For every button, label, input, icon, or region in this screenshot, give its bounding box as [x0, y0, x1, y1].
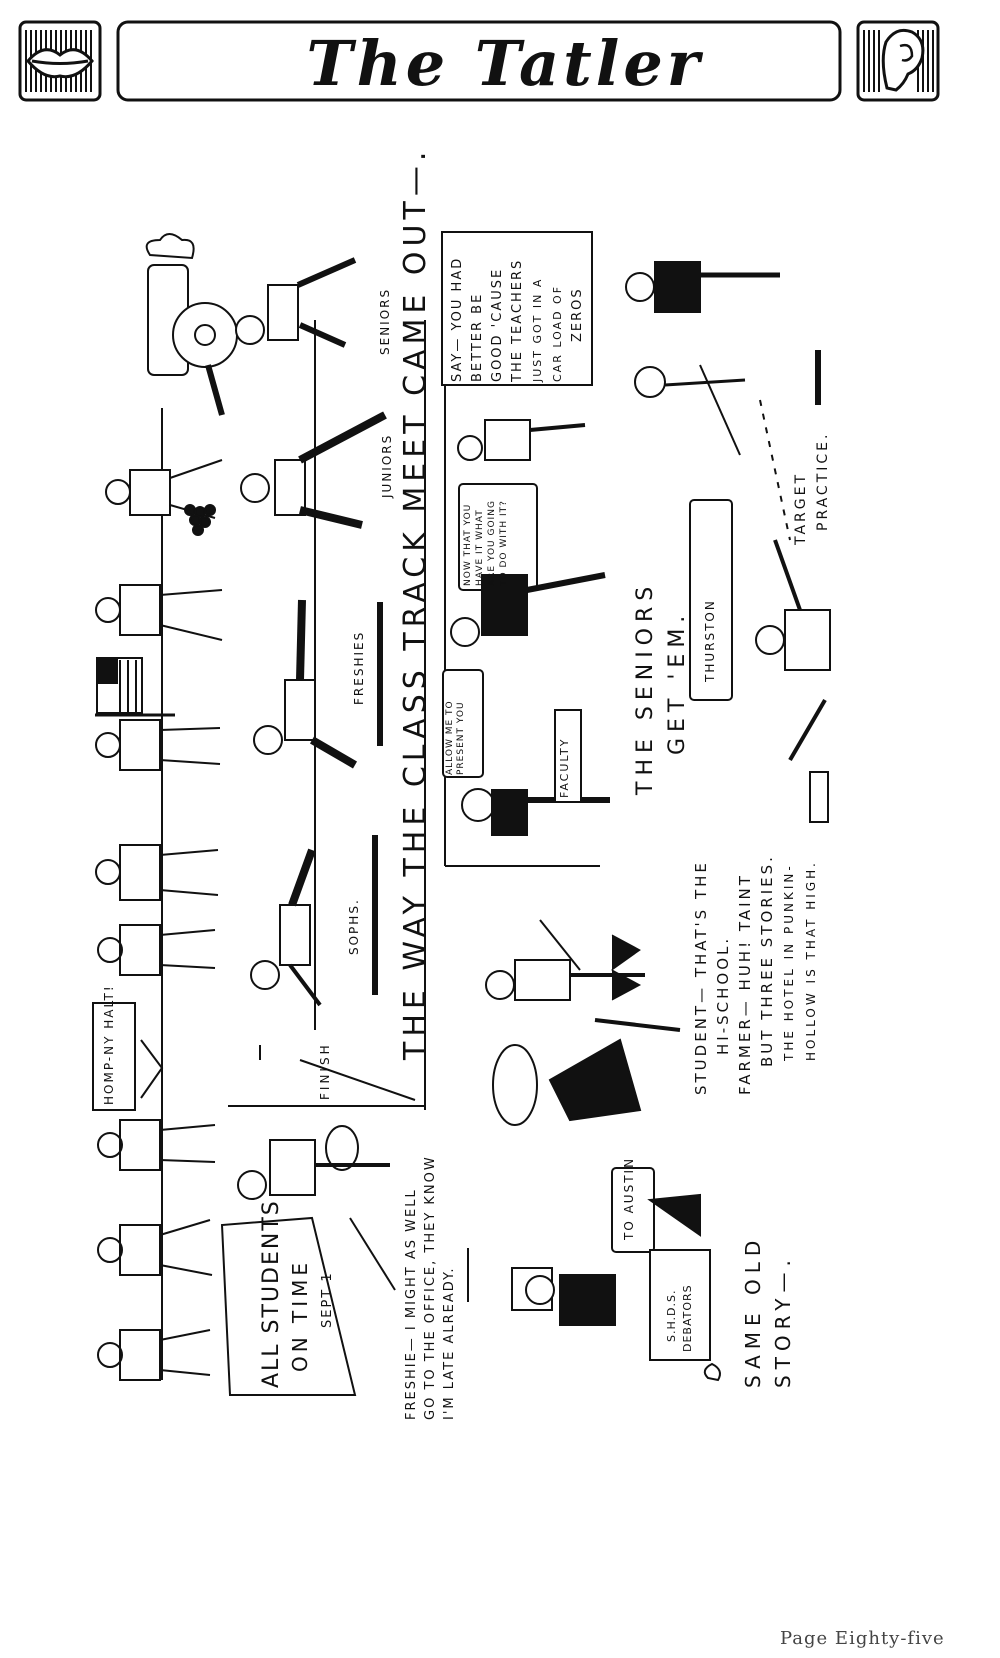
senior-figure	[461, 788, 610, 836]
seniors-get-em-caption: The Seniors Get 'em.	[630, 581, 694, 795]
now-bubble: NOW THAT YOU HAVE IT WHAT ARE YOU GOING …	[463, 500, 509, 586]
track-meet-caption: The Way The Class Track Meet Came Out—.	[398, 146, 433, 1060]
target-sign-text: Thurston	[703, 599, 717, 682]
seniors-panel	[441, 231, 780, 867]
freshie-figure	[237, 1125, 390, 1200]
on-time-sign-line2: ON TIME	[288, 1258, 312, 1372]
debators-box: S.H.D.S. DEBATORS	[664, 1284, 696, 1352]
finish-label: FINISH	[318, 1042, 332, 1100]
zeros-bubble-line: SAY— YOU HAD	[450, 256, 465, 382]
soldier-figure	[95, 584, 223, 641]
farmer-panel	[485, 919, 681, 1126]
soldier-figure	[97, 1329, 211, 1381]
masthead-right-badge	[856, 20, 940, 102]
seniors-label: SENIORS	[378, 287, 392, 355]
masthead-left-badge	[18, 20, 102, 102]
hit-figure	[634, 364, 746, 456]
juniors-label: JUNIORS	[380, 433, 394, 498]
present-bubble: ALLOW ME TO PRESENT YOU	[445, 700, 466, 775]
debators-caption-line2: story—.	[771, 1254, 795, 1388]
on-time-caption: Freshie— I might as well go to the offic…	[402, 1155, 459, 1420]
farmer-line3: Farmer— Huh! Taint	[736, 873, 754, 1095]
target-caption: Target Practice.	[790, 432, 834, 545]
student-figure	[485, 919, 645, 1001]
farmer-line4: but three stories.	[758, 854, 776, 1067]
zeros-bubble: SAY— YOU HAD BETTER BE GOOD 'CAUSE THE T…	[448, 257, 588, 382]
zeros-bubble-line: CAR LOAD OF	[551, 284, 564, 382]
runner-figure	[235, 257, 357, 348]
austin-sign-text: TO AUSTIN	[622, 1156, 636, 1240]
soldier-figure	[95, 844, 219, 901]
zeros-bubble-line: THE TEACHERS	[510, 258, 525, 382]
masthead-title: The Tatler	[306, 26, 704, 100]
farmer-line1: Student— That's the	[692, 860, 710, 1095]
masthead-title-frame	[116, 20, 842, 102]
halt-sign-text: HOMP-NY HALT!	[102, 984, 116, 1105]
runner-figure	[250, 848, 322, 1007]
soldier-figure	[97, 1119, 216, 1171]
student-figure	[457, 419, 586, 461]
lips-icon	[26, 48, 94, 79]
target-caption-line2: Practice.	[815, 431, 831, 531]
freshies-label: FRESHIES	[352, 630, 366, 705]
farmer-line6: Hollow is that high.	[804, 860, 818, 1061]
on-time-caption-line3: I'm late already.	[442, 1266, 457, 1420]
seniors-get-em-line1: The Seniors	[633, 580, 658, 795]
cannon-icon	[145, 233, 238, 416]
on-time-panel	[220, 1125, 469, 1396]
ear-icon	[881, 28, 925, 92]
target-panel	[634, 350, 831, 823]
target-caption-line1: Target	[793, 471, 809, 545]
debators-box-line1: S.H.D.S.	[665, 1289, 678, 1343]
debators-caption-line1: Same old	[741, 1234, 765, 1388]
zeros-bubble-line: JUST GOT IN A	[531, 277, 544, 382]
track-meet-panel	[235, 257, 416, 1101]
seniors-get-em-line2: Get 'em.	[665, 609, 690, 755]
soldier-figure	[105, 459, 223, 519]
runner-figure	[240, 411, 387, 529]
farmer-caption: Student— That's the Hi-School. Farmer— H…	[690, 854, 822, 1095]
flag-icon	[95, 657, 175, 717]
shooter-figure	[755, 539, 831, 762]
debator-figure	[511, 1267, 616, 1326]
zeros-bubble-line: BETTER BE	[470, 292, 485, 382]
page-number: Page Eighty-five	[780, 1628, 945, 1649]
zeros-bubble-line: ZEROS	[570, 287, 585, 342]
on-time-sign-line3: SEPT 1	[320, 1271, 335, 1328]
debators-panel	[511, 1167, 721, 1382]
on-time-sign: ALL STUDENTS ON TIME SEPT 1	[258, 1199, 342, 1388]
farmer-figure	[492, 1018, 681, 1126]
on-time-caption-line1: Freshie— I might as well	[404, 1188, 419, 1420]
farmer-line2: Hi-School.	[714, 935, 732, 1055]
flag-bearer-figure	[95, 719, 221, 771]
zeros-bubble-line: GOOD 'CAUSE	[490, 267, 505, 382]
on-time-sign-line1: ALL STUDENTS	[259, 1199, 284, 1388]
debators-caption: Same old story—.	[738, 1235, 798, 1388]
faculty-label: FACULTY	[558, 737, 571, 798]
runner-figure	[253, 599, 358, 769]
sophs-label: SOPHS.	[347, 898, 361, 955]
student-figure	[625, 261, 780, 313]
farmer-line5: The hotel in Punkin-	[782, 863, 796, 1061]
cannonball-pile	[184, 504, 216, 536]
debators-box-line2: DEBATORS	[681, 1284, 694, 1352]
march-panel	[92, 233, 238, 1381]
on-time-caption-line2: go to the office, they know	[423, 1155, 438, 1420]
soldier-figure	[97, 924, 216, 976]
teacher-figure	[450, 572, 606, 647]
soldier-figure	[97, 1219, 213, 1276]
